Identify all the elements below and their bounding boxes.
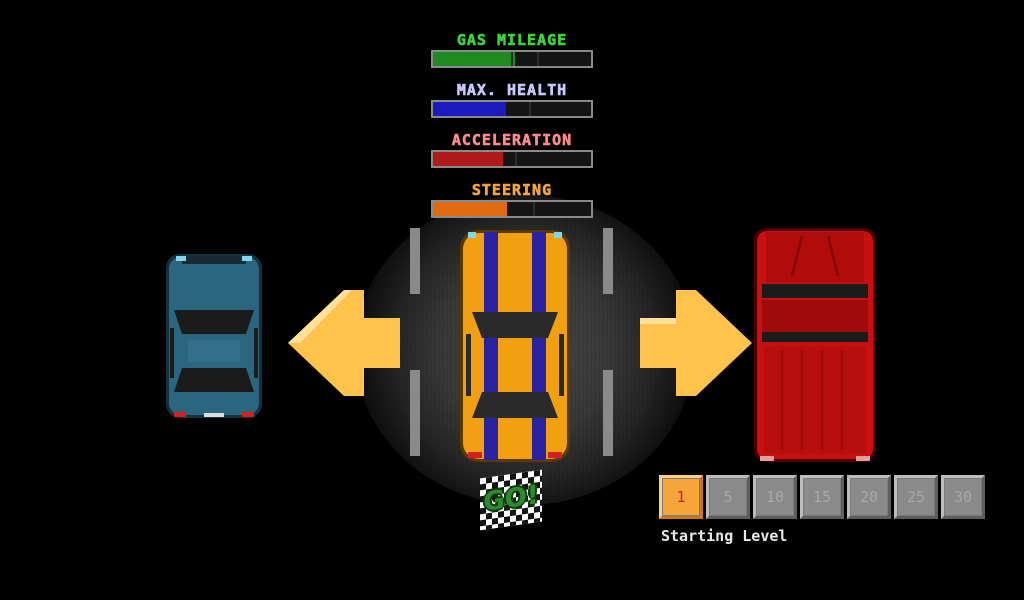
lane-marker (410, 228, 420, 294)
bar-tick (529, 102, 531, 116)
previous-car-arrow-icon[interactable] (288, 290, 400, 396)
stat-bar-acceleration (431, 150, 593, 168)
starting-level-label: Starting Level (661, 527, 788, 545)
starting-level-selector: 1 5 10 15 20 25 30 (659, 475, 988, 519)
lane-marker (410, 370, 420, 456)
bar-tick (537, 52, 539, 66)
level-option-30[interactable]: 30 (941, 475, 985, 519)
stat-bar-max-health (431, 100, 593, 118)
stat-max-health: MAX. HEALTH (430, 80, 594, 118)
go-button[interactable]: GO! (480, 469, 542, 531)
selected-car-orange-muscle-car (460, 230, 570, 462)
stat-gas-mileage: GAS MILEAGE (430, 30, 594, 68)
stat-steering: STEERING (430, 180, 594, 218)
stat-label: STEERING (471, 181, 553, 200)
level-option-20[interactable]: 20 (847, 475, 891, 519)
stat-label: MAX. HEALTH (456, 81, 568, 100)
bar-tick (533, 202, 535, 216)
level-option-5[interactable]: 5 (706, 475, 750, 519)
next-car-arrow-icon[interactable] (640, 290, 752, 396)
level-option-10[interactable]: 10 (753, 475, 797, 519)
stat-bar-fill (433, 152, 503, 166)
stat-label: GAS MILEAGE (456, 31, 568, 50)
bar-tick (511, 52, 513, 66)
next-car-red-pickup[interactable] (752, 226, 878, 464)
stat-bar-gas-mileage (431, 50, 593, 68)
previous-car-blue-sedan[interactable] (162, 250, 266, 422)
stat-bar-fill (433, 102, 506, 116)
level-option-1[interactable]: 1 (659, 475, 703, 519)
stat-acceleration: ACCELERATION (430, 130, 594, 168)
stat-bar-fill (433, 52, 516, 66)
lane-marker (603, 228, 613, 294)
level-option-15[interactable]: 15 (800, 475, 844, 519)
stat-label: ACCELERATION (451, 131, 573, 150)
stat-bar-fill (433, 202, 508, 216)
level-option-25[interactable]: 25 (894, 475, 938, 519)
bar-tick (515, 152, 517, 166)
go-button-label: GO! (483, 480, 539, 518)
lane-marker (603, 370, 613, 456)
stat-bar-steering (431, 200, 593, 218)
